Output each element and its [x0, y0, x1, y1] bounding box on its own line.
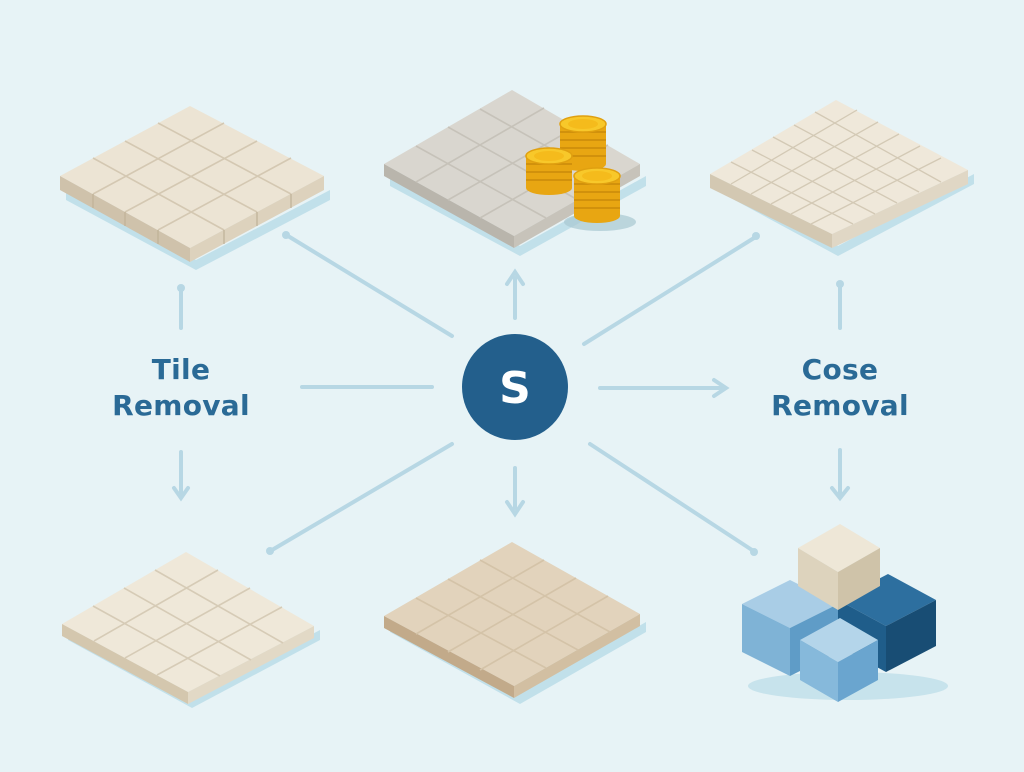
connector-hub-topright: [582, 236, 756, 346]
connector-right-up-dot: [836, 280, 844, 288]
connector-hub-top-arrowhead: [505, 268, 525, 286]
label-cose-removal-line2: Removal: [771, 389, 909, 422]
connector-hub-topleft-dot: [282, 231, 290, 239]
connector-right-down-arrowhead: [830, 486, 850, 502]
connector-hub-bottom-arrowhead: [505, 500, 525, 518]
connector-hub-bottomright: [588, 442, 754, 552]
cube-cream: [798, 524, 880, 610]
connector-left-up-dot: [177, 284, 185, 292]
blocks-stack-icon: [742, 524, 948, 702]
tile-floor-icon: [62, 552, 320, 708]
tile-floor-icon: [60, 106, 330, 270]
connector-hub-bottomleft-dot: [266, 547, 274, 555]
label-tile-removal-line2: Removal: [112, 389, 250, 422]
label-cose-removal-line1: Cose: [801, 353, 879, 386]
cube-light-front: [800, 618, 878, 702]
connector-hub-topleft: [286, 234, 454, 338]
label-tile-removal-line1: Tile: [151, 353, 211, 386]
coin-stacks-icon: [525, 115, 636, 231]
connector-hub-bottomleft: [270, 442, 454, 552]
hub-s-icon: S: [462, 334, 568, 440]
label-cose-removal: Cose Removal: [740, 352, 940, 424]
connector-hub-bottomright-dot: [750, 548, 758, 556]
hub-letter: S: [499, 363, 531, 414]
tile-floor-dense-icon: [710, 100, 974, 256]
label-tile-removal: Tile Removal: [86, 352, 276, 424]
tile-floor-icon: [384, 542, 646, 704]
connectors: [172, 231, 850, 556]
connector-left-down-arrowhead: [172, 486, 190, 502]
tile-floor-coins-icon: [384, 90, 646, 256]
connector-hub-topright-dot: [752, 232, 760, 240]
connector-hub-right-arrowhead: [712, 378, 730, 398]
